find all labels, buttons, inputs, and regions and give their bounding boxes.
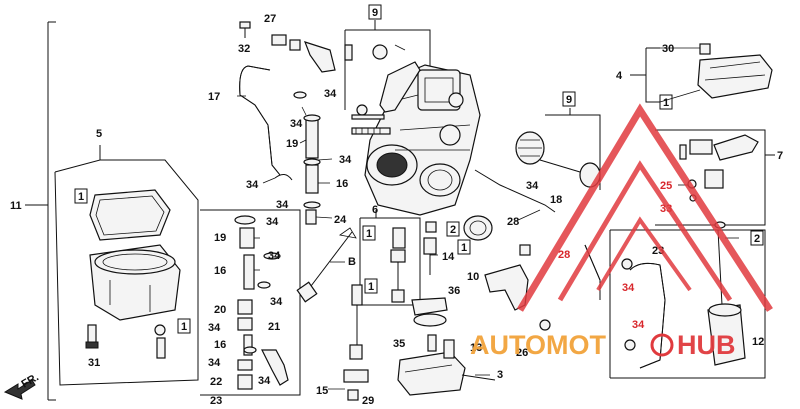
callout-2-b: 2 xyxy=(754,233,760,245)
fuel-tube-8 xyxy=(474,169,556,213)
group-frame-5 xyxy=(54,145,199,386)
callout-34-c: 34 xyxy=(339,154,352,166)
callout-16-b: 16 xyxy=(214,265,226,277)
callout-7: 7 xyxy=(777,150,783,162)
callout-34-g: 34 xyxy=(268,250,281,262)
callout-12: 12 xyxy=(752,336,764,348)
callout-18: 18 xyxy=(550,194,562,206)
callout-1-e: 1 xyxy=(461,242,467,254)
callout-11: 11 xyxy=(10,200,22,212)
callout-3: 3 xyxy=(497,369,503,381)
inner-left-parts xyxy=(234,215,289,390)
clip-27-32 xyxy=(239,21,336,73)
callout-9-top: 9 xyxy=(372,7,378,19)
callout-34-f: 34 xyxy=(266,216,279,228)
callout-28-a: 28 xyxy=(507,216,519,228)
callout-27: 27 xyxy=(264,13,276,25)
callout-9-right: 9 xyxy=(566,94,572,106)
callout-19-b: 19 xyxy=(214,232,226,244)
group-frame-11 xyxy=(25,21,56,401)
callout-34-j: 34 xyxy=(208,357,221,369)
needle-jet-assy xyxy=(343,284,369,401)
front-direction-label: FR. xyxy=(20,371,41,390)
callout-34-m: 34 xyxy=(622,282,635,294)
carburetor-body xyxy=(364,64,481,216)
spring-rows xyxy=(351,114,391,135)
callout-16-c: 16 xyxy=(214,339,226,351)
group-frame-7 xyxy=(655,129,775,226)
callout-16-a: 16 xyxy=(336,178,348,190)
tube-column xyxy=(293,91,321,225)
bracket-10-28 xyxy=(463,215,551,331)
callout-34-h: 34 xyxy=(270,296,283,308)
automotohub-watermark: AUTOMOT HUB xyxy=(470,103,773,360)
callout-1-d: 1 xyxy=(368,281,374,293)
callout-29: 29 xyxy=(362,395,374,407)
watermark-text-left: AUTOMOT xyxy=(470,330,606,360)
callout-20: 20 xyxy=(214,304,226,316)
hose-clip-left xyxy=(274,174,293,181)
callout-1-b: 1 xyxy=(181,321,187,333)
float-36 xyxy=(411,297,448,327)
top-cover-4 xyxy=(697,43,773,99)
hose-small-pipe xyxy=(584,244,636,351)
callout-34-e: 34 xyxy=(276,199,289,211)
group-frame-left-column xyxy=(200,209,301,396)
front-direction-arrow: FR. xyxy=(3,371,41,400)
chamber-oring xyxy=(154,324,166,359)
callout-34-l: 34 xyxy=(526,180,539,192)
callout-17: 17 xyxy=(208,91,220,103)
callout-1-c: 1 xyxy=(366,228,372,240)
callout-28-b: 28 xyxy=(558,249,570,261)
callout-24: 24 xyxy=(334,214,347,226)
callout-26: 26 xyxy=(516,347,528,359)
callout-2-a: 2 xyxy=(450,224,456,236)
callout-1-a: 1 xyxy=(78,191,84,203)
vent-hose-17 xyxy=(239,65,281,176)
throttle-drum-9 xyxy=(515,131,601,188)
callout-31: 31 xyxy=(88,357,100,369)
group-frame-9-right xyxy=(545,108,601,190)
callout-13: 13 xyxy=(470,342,482,354)
callout-25: 25 xyxy=(660,180,672,192)
callout-36: 36 xyxy=(448,285,460,297)
callout-21: 21 xyxy=(268,321,280,333)
callout-22: 22 xyxy=(210,376,222,388)
callout-30: 30 xyxy=(662,43,674,55)
callout-10: 10 xyxy=(467,271,479,283)
callout-35: 35 xyxy=(393,338,405,350)
hose-23 xyxy=(621,258,666,369)
callout-32: 32 xyxy=(238,43,250,55)
screws-35-13 xyxy=(427,334,455,359)
throttle-cable-24 xyxy=(296,227,357,303)
callout-34-i: 34 xyxy=(208,322,221,334)
watermark-o-icon xyxy=(650,333,674,357)
callout-34-n: 34 xyxy=(632,319,645,331)
group-frame-4 xyxy=(630,47,660,103)
float-chamber-body xyxy=(89,244,181,321)
callout-14: 14 xyxy=(442,251,455,263)
callout-6: 6 xyxy=(372,204,378,216)
drain-screw xyxy=(85,324,99,349)
callout-1-f: 1 xyxy=(663,97,669,109)
callout-23-left: 23 xyxy=(210,395,222,407)
callout-34-k: 34 xyxy=(258,375,271,387)
callout-19-a: 19 xyxy=(286,138,298,150)
callout-4: 4 xyxy=(616,70,623,82)
callout-34-a: 34 xyxy=(324,88,337,100)
watermark-text-right: HUB xyxy=(677,330,736,360)
callout-B: B xyxy=(348,256,356,268)
callout-34-d: 34 xyxy=(246,179,259,191)
callout-15: 15 xyxy=(316,385,328,397)
callout-34-b: 34 xyxy=(290,118,303,130)
float-chamber-gasket xyxy=(89,189,171,241)
jet-stack-6 xyxy=(390,221,437,303)
callout-5: 5 xyxy=(96,128,102,140)
